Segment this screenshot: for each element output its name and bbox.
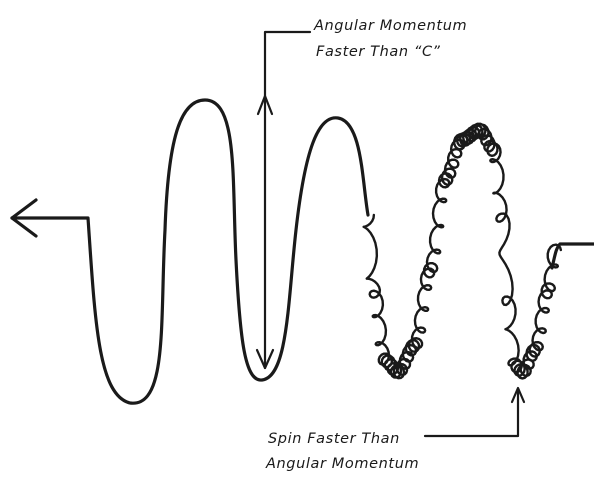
left-arrowhead-icon	[10, 198, 38, 238]
arrow-up-small-icon	[510, 386, 526, 404]
top-label-line-1: Angular Momentum	[313, 18, 467, 34]
bottom-label-line-2: Angular Momentum	[265, 456, 419, 472]
top-label-line-2: Faster Than “C”	[316, 44, 441, 60]
top-label-leader-line	[263, 30, 312, 100]
coiled-wave-line	[362, 122, 563, 380]
bottom-label-leader-line	[423, 388, 520, 438]
arrow-down-icon	[255, 348, 275, 370]
smooth-wave-line	[10, 98, 370, 405]
bottom-label-line-1: Spin Faster Than	[268, 431, 400, 447]
right-tail-line	[550, 242, 594, 270]
